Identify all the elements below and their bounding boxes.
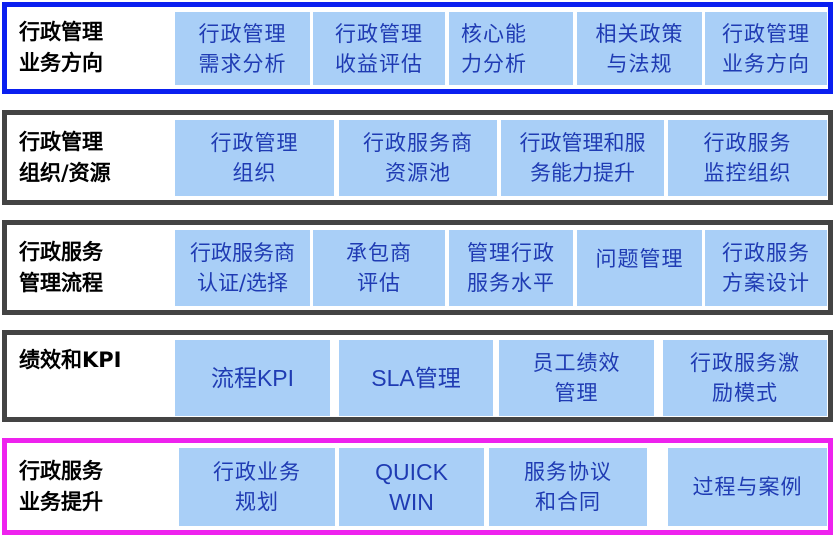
cell-contractor-evaluation: 承包商 评估 [313,230,445,306]
cell-admin-organization: 行政管理 组织 [175,120,334,196]
row-title: 行政服务 业务提升 [19,458,103,514]
cell-business-planning: 行政业务 规划 [179,448,335,526]
cell-business-direction: 行政管理 业务方向 [705,12,827,85]
cell-sla-management: SLA管理 [339,340,493,416]
cell-solution-design: 行政服务 方案设计 [705,230,827,306]
row-performance-kpi: 绩效和KPI 流程KPI SLA管理 员工绩效 管理 行政服务激 励模式 [2,330,833,422]
row-business-improvement: 行政服务 业务提升 行政业务 规划 QUICK WIN 服务协议 和合同 过程与… [2,438,833,535]
cell-process-cases: 过程与案例 [668,448,827,526]
row-management-process: 行政服务 管理流程 行政服务商 认证/选择 承包商 评估 管理行政 服务水平 问… [2,220,833,315]
cell-process-kpi: 流程KPI [175,340,330,416]
cell-benefit-evaluation: 行政管理 收益评估 [313,12,445,85]
row-organization-resources: 行政管理 组织/资源 行政管理 组织 行政服务商 资源池 行政管理和服 务能力提… [2,110,833,205]
row-business-direction: 行政管理 业务方向 行政管理 需求分析 行政管理 收益评估 核心能 力分析 相关… [2,2,833,94]
cell-service-agreements: 服务协议 和合同 [489,448,647,526]
cell-capability-improvement: 行政管理和服 务能力提升 [501,120,664,196]
cell-problem-management: 问题管理 [577,230,702,306]
cell-provider-pool: 行政服务商 资源池 [339,120,497,196]
row-title: 行政服务 管理流程 [19,239,103,295]
row-title: 绩效和KPI [19,348,122,372]
cell-incentive-model: 行政服务激 励模式 [663,340,827,416]
cell-provider-certification: 行政服务商 认证/选择 [175,230,310,306]
cell-core-capability: 核心能 力分析 [449,12,573,85]
row-title: 行政管理 业务方向 [19,20,103,75]
cell-demand-analysis: 行政管理 需求分析 [175,12,310,85]
cell-service-level-management: 管理行政 服务水平 [449,230,573,306]
row-title: 行政管理 组织/资源 [19,129,111,185]
cell-quick-win: QUICK WIN [339,448,484,526]
cell-monitoring-organization: 行政服务 监控组织 [668,120,827,196]
cell-employee-performance: 员工绩效 管理 [499,340,654,416]
cell-policies-regulations: 相关政策 与法规 [577,12,702,85]
